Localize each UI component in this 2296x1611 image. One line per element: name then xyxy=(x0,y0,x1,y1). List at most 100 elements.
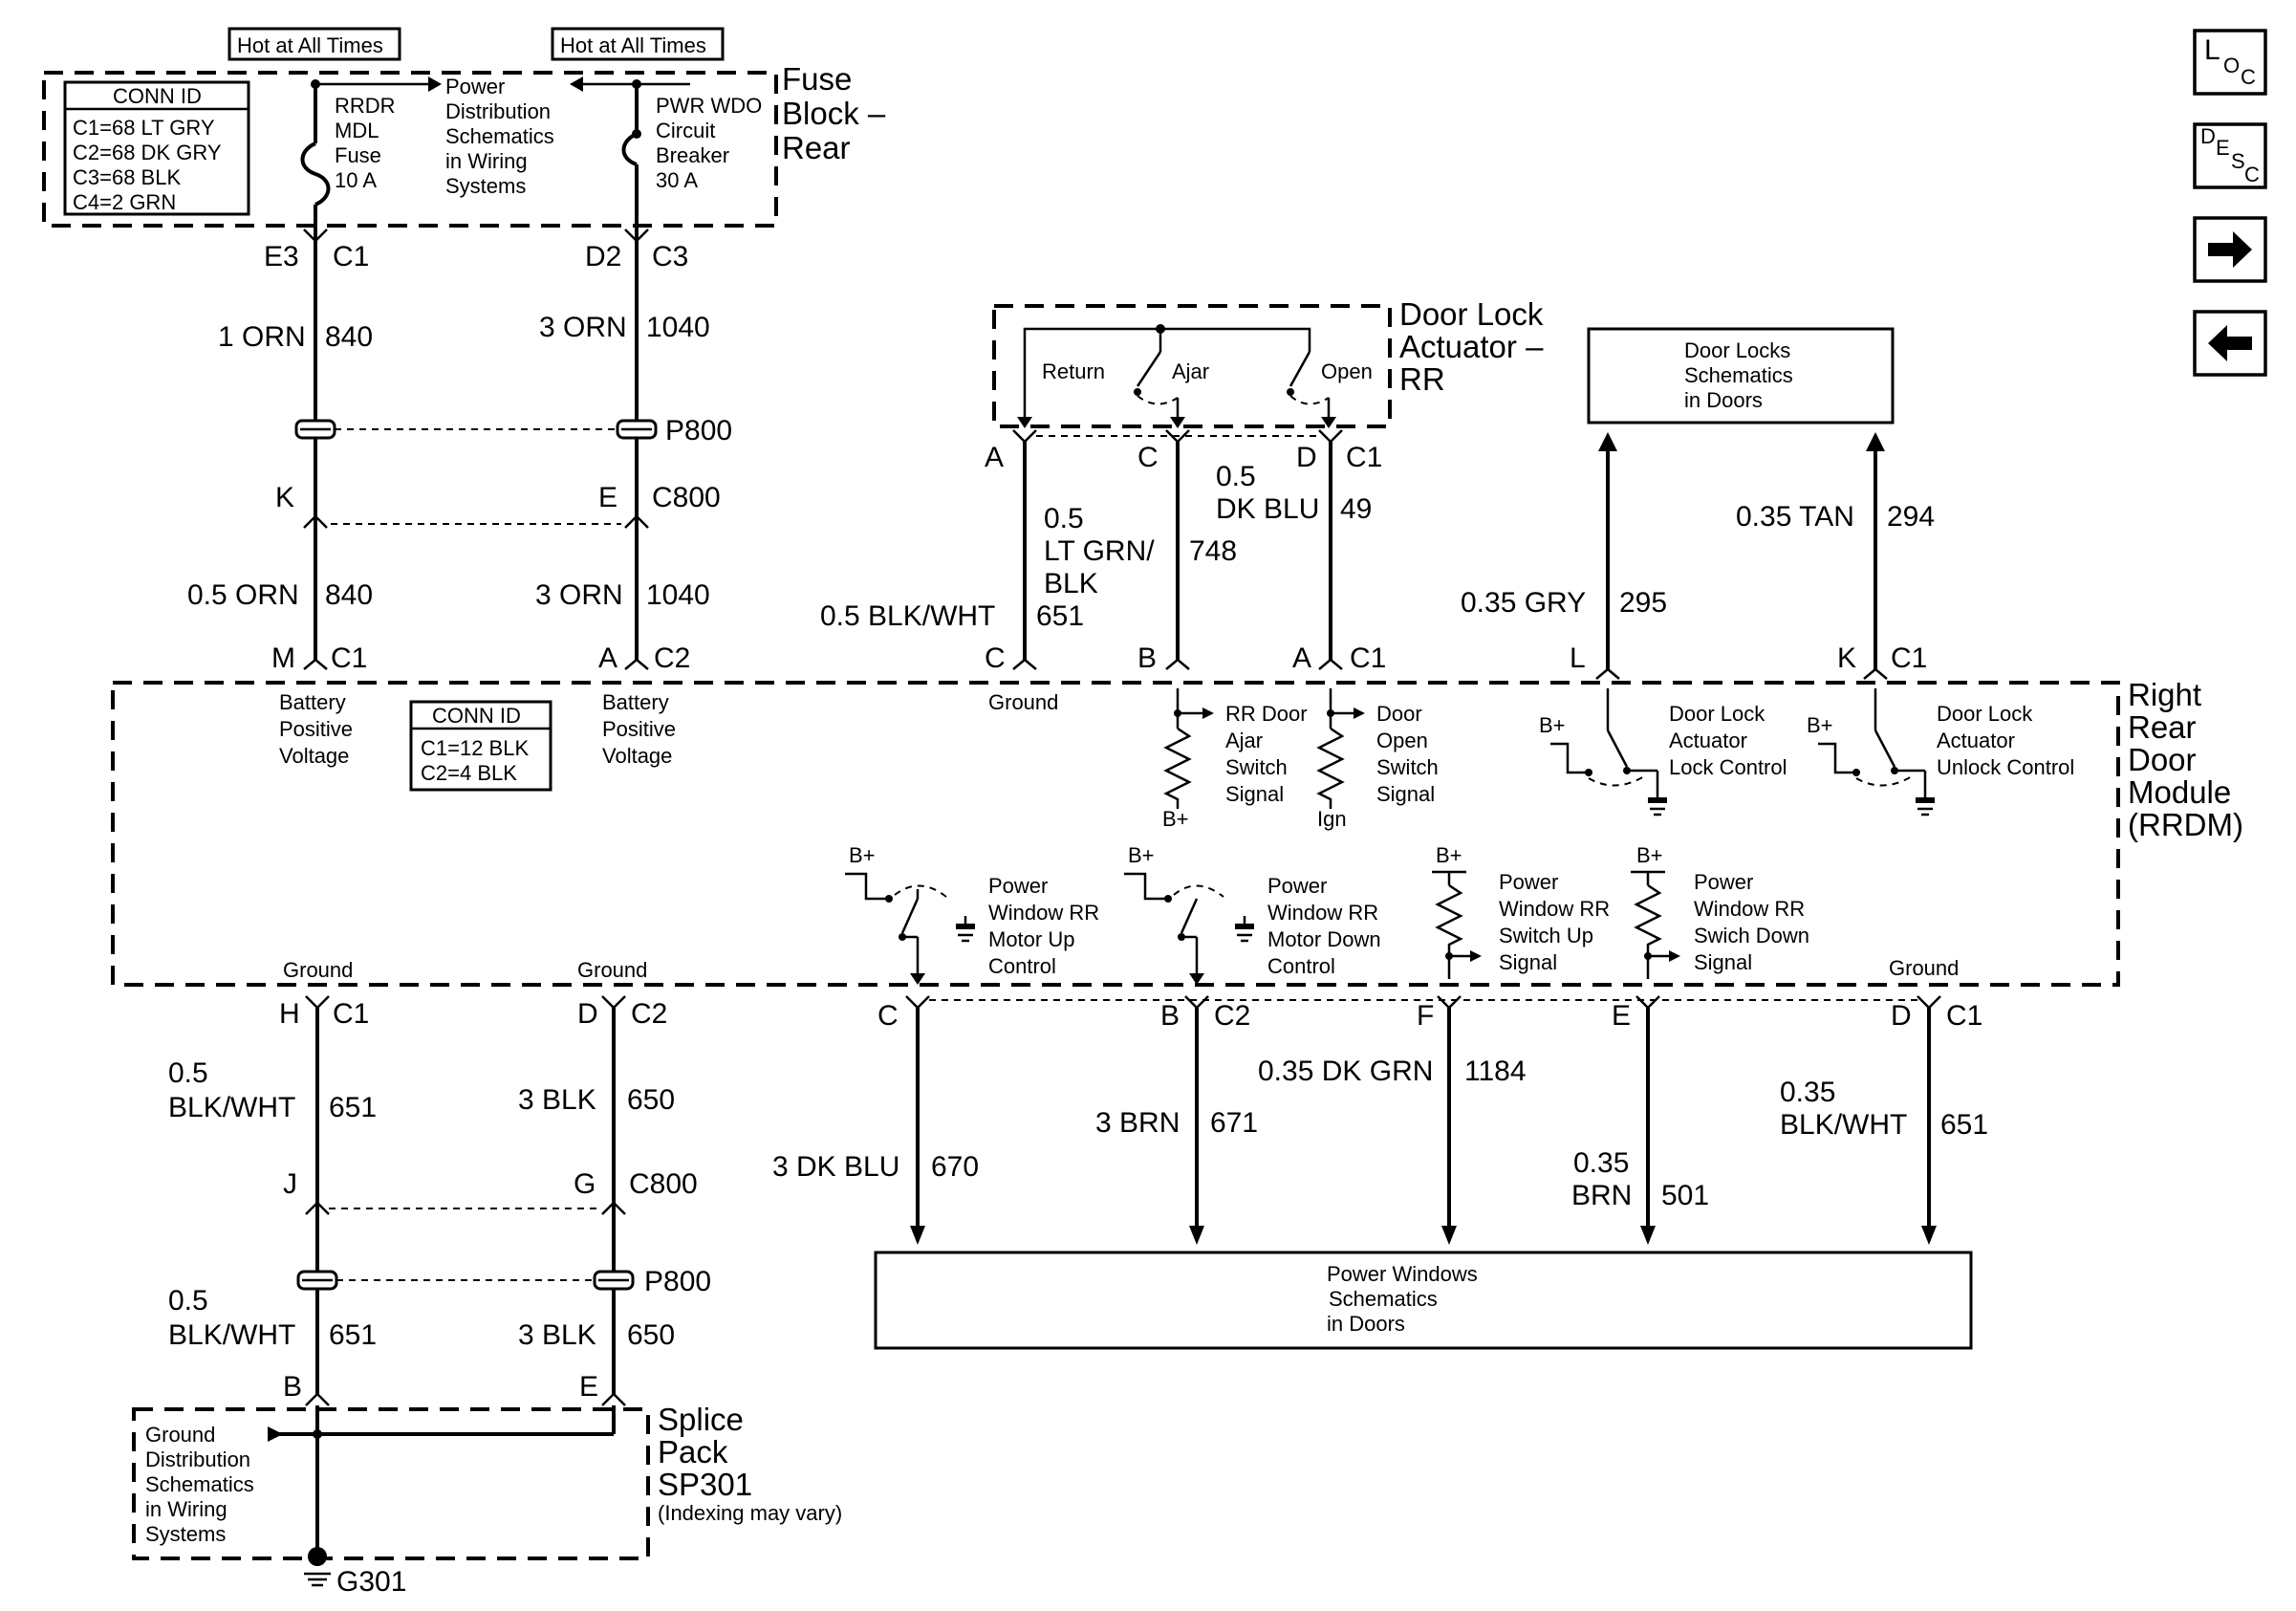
bpv-label: Positive xyxy=(602,717,676,741)
bplus-label: B+ xyxy=(1128,843,1155,867)
sw-down-label: Power xyxy=(1694,870,1753,894)
pin-e: E xyxy=(579,1371,598,1403)
power-windows-schematics-box xyxy=(874,1251,1973,1350)
bplus-label: B+ xyxy=(1636,843,1663,867)
resistor-icon xyxy=(1435,883,1463,979)
bplus-label: B+ xyxy=(1807,713,1833,737)
wire-size: BLK/WHT xyxy=(1780,1109,1907,1141)
ajar-signal-label: Switch xyxy=(1225,755,1288,779)
pw-box-label: Schematics xyxy=(1329,1287,1438,1311)
door-locks-label: in Doors xyxy=(1684,388,1763,412)
pin-d2: D2 xyxy=(585,241,621,272)
conn-c1: C1 xyxy=(1946,1000,1982,1032)
wire-size: 0.35 xyxy=(1780,1077,1835,1108)
resistor-icon xyxy=(1634,883,1662,979)
wire-number: 651 xyxy=(1036,600,1084,632)
pin-k: K xyxy=(1837,642,1856,674)
hot-label-left: Hot at All Times xyxy=(237,33,383,57)
pin-b: B xyxy=(283,1371,302,1403)
conn-id-row: C3=68 BLK xyxy=(73,165,181,189)
wire-size: 0.5 BLK/WHT xyxy=(820,600,995,632)
conn-id-row: C1=68 LT GRY xyxy=(73,116,215,140)
desc-letter-e: E xyxy=(2216,136,2230,160)
relay-switch-icon xyxy=(1874,729,1896,768)
open-signal-label: Switch xyxy=(1376,755,1439,779)
wire-size: BRN xyxy=(1571,1180,1632,1211)
pin-a: A xyxy=(598,642,617,674)
wire-size: BLK/WHT xyxy=(168,1092,295,1123)
power-dist-label: Distribution xyxy=(445,99,551,123)
ajar-signal-label: Ajar xyxy=(1225,729,1263,752)
wire-size: 3 BLK xyxy=(518,1319,596,1351)
relay-switch-icon xyxy=(900,898,920,934)
fuse-conn-id-table: CONN ID C1=68 LT GRY C2=68 DK GRY C3=68 … xyxy=(63,80,250,216)
power-dist-label: Schematics xyxy=(445,124,554,148)
bplus-label: B+ xyxy=(1436,843,1462,867)
ground-label: Ground xyxy=(283,958,353,982)
pin-d: D xyxy=(1891,1000,1912,1032)
lower-ground-circuits: H C1 D C2 0.5 BLK/WHT 651 3 BLK 650 J G … xyxy=(168,995,711,1406)
relay-switch-icon xyxy=(1180,898,1199,934)
rrdm-title: Right xyxy=(2128,677,2201,712)
sw-down-label: Window RR xyxy=(1694,897,1805,921)
wire-number: 651 xyxy=(329,1319,377,1351)
wire-number: 650 xyxy=(627,1084,675,1116)
pw-up-control-circuit: B+ Power Window RR Motor Up Control xyxy=(845,843,1099,985)
breaker-label: Circuit xyxy=(656,119,715,142)
conn-c1: C1 xyxy=(1346,442,1382,473)
wire-size: 0.5 xyxy=(168,1057,208,1089)
ground-dist-label: Systems xyxy=(145,1522,226,1546)
pw-up-label: Window RR xyxy=(988,901,1099,925)
wire-size: 0.35 GRY xyxy=(1461,587,1586,619)
return-label: Return xyxy=(1042,359,1105,383)
wire-size: 0.5 xyxy=(1044,503,1084,534)
wire-number: 49 xyxy=(1340,493,1372,525)
bplus-label: B+ xyxy=(849,843,876,867)
splice-title: SP301 xyxy=(658,1467,752,1502)
conn-c2: C2 xyxy=(654,642,690,674)
open-switch-icon xyxy=(1289,351,1311,387)
open-signal-label: Door xyxy=(1376,702,1422,726)
bpv-label: Battery xyxy=(602,690,669,714)
prev-button[interactable] xyxy=(2193,310,2267,377)
pin-d: D xyxy=(577,998,598,1030)
desc-button[interactable]: D E S C xyxy=(2193,122,2267,189)
pw-down-label: Motor Down xyxy=(1267,927,1381,951)
conn-c2: C2 xyxy=(1214,1000,1250,1032)
left-arrow-icon xyxy=(2208,325,2252,361)
ground-label: Ground xyxy=(577,958,647,982)
wire-size: 0.5 ORN xyxy=(187,579,299,611)
wire-size: 3 DK BLU xyxy=(772,1151,899,1183)
splice-title: Pack xyxy=(658,1434,728,1469)
loc-button[interactable]: L O C xyxy=(2193,29,2267,96)
wire-size: 0.35 xyxy=(1573,1147,1629,1179)
breaker-label: Breaker xyxy=(656,143,729,167)
actuator-title: Door Lock xyxy=(1399,296,1544,332)
sw-up-label: Power xyxy=(1499,870,1558,894)
open-signal-label: Signal xyxy=(1376,782,1435,806)
ground-point-icon xyxy=(308,1547,327,1566)
desc-letter-s: S xyxy=(2231,149,2245,173)
pin-d: D xyxy=(1296,442,1317,473)
wire-number: 840 xyxy=(325,579,373,611)
conn-id-row: C1=12 BLK xyxy=(421,736,529,760)
resistor-icon xyxy=(1163,727,1192,809)
right-rear-door-module: Right Rear Door Module (RRDM) Battery Po… xyxy=(111,677,2243,987)
conn-id-row: C2=68 DK GRY xyxy=(73,141,222,164)
fuse-block-title-2: Block – xyxy=(782,96,886,131)
pw-up-label: Control xyxy=(988,954,1056,978)
pw-down-label: Window RR xyxy=(1267,901,1378,925)
circuit-breaker-icon xyxy=(621,132,639,205)
pin-h: H xyxy=(279,998,300,1030)
conn-p800: P800 xyxy=(665,415,732,446)
wire-size: 3 ORN xyxy=(535,579,623,611)
breaker-label: 30 A xyxy=(656,168,698,192)
wire-number: 651 xyxy=(329,1092,377,1123)
wire-size: 1 ORN xyxy=(218,321,306,353)
wire-number: 1040 xyxy=(646,312,710,343)
pin-g: G xyxy=(574,1168,596,1200)
next-button[interactable] xyxy=(2193,216,2267,283)
hot-at-all-times-right: Hot at All Times xyxy=(551,27,725,61)
ground-icon xyxy=(956,924,975,929)
unlock-control-label: Door Lock xyxy=(1937,702,2033,726)
